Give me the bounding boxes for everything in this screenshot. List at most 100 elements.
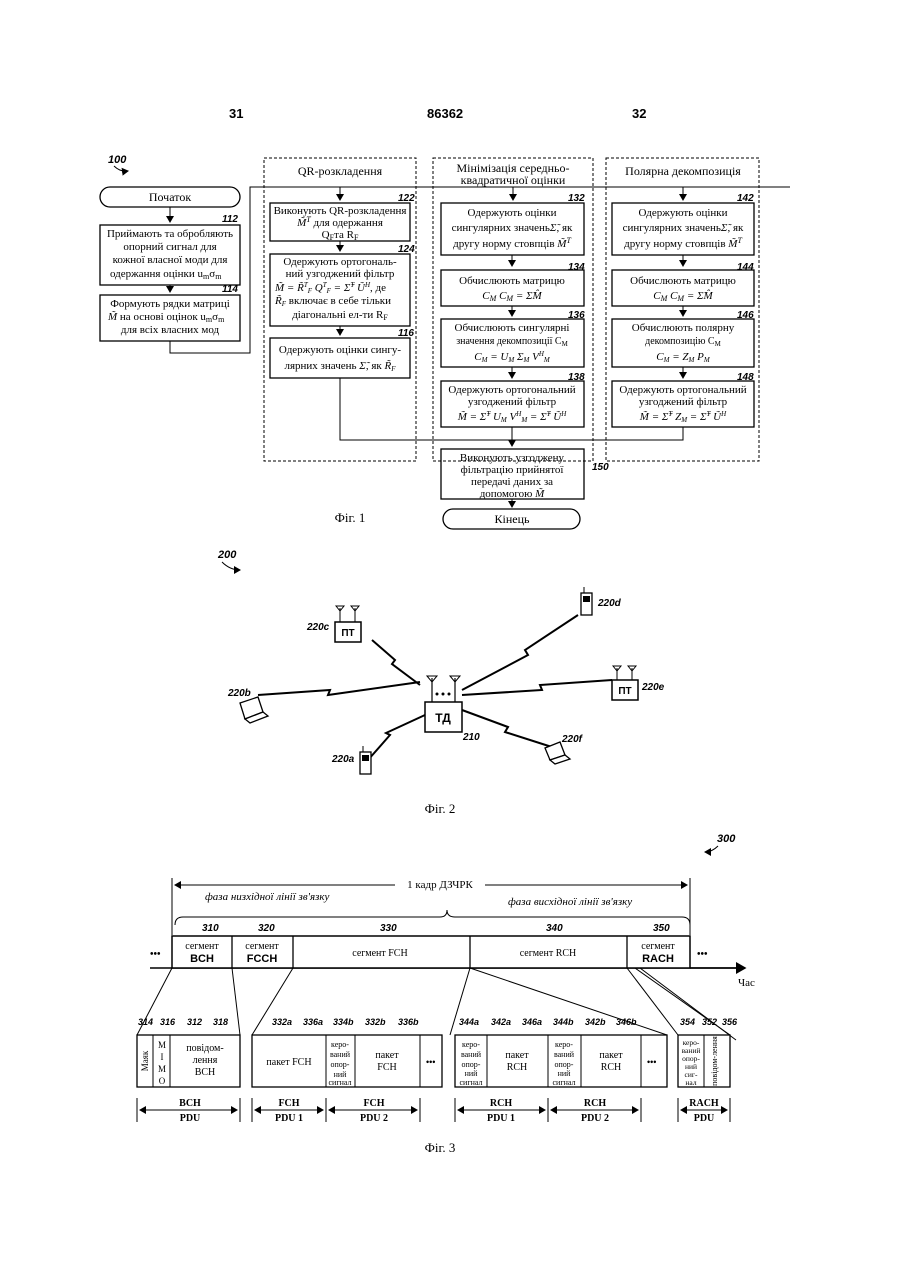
step-112-num: 112 xyxy=(222,214,238,225)
terminal-220e-num: 220e xyxy=(641,682,665,693)
num-346b: 346b xyxy=(616,1017,637,1027)
fig3-caption: Фіг. 3 xyxy=(425,1140,456,1155)
fch-steer-l5: сигнал xyxy=(328,1078,351,1087)
pdu-rch1-top: RCH xyxy=(490,1098,512,1109)
figure-3-frame-structure: 300 1 кадр ДЗЧРК фаза низхідної лінії зв… xyxy=(137,833,755,1155)
num-342a: 342a xyxy=(491,1017,511,1027)
bch-msg-l3: BCH xyxy=(195,1067,216,1078)
fch-packet-2-l1: пакет xyxy=(375,1050,399,1061)
step-148-l3: M̃ = Σ̃T ZM = Σ̃T ŨH xyxy=(639,410,727,424)
rch-steer2-l3: опор- xyxy=(555,1060,574,1069)
segment-340-num: 340 xyxy=(546,923,563,934)
fig1-caption: Фіг. 1 xyxy=(335,510,366,525)
fig2-ref: 200 xyxy=(217,549,237,561)
uplink-phase-label: фаза висхідної лінії зв'язку xyxy=(508,896,632,908)
num-314: 314 xyxy=(138,1017,153,1027)
terminal-220b-num: 220b xyxy=(227,688,251,699)
step-114-l3: для всіх власних мод xyxy=(121,324,220,336)
num-334b: 334b xyxy=(333,1017,354,1027)
figure-2-network: 200 ТД 210 ПТ xyxy=(217,549,665,816)
pdu-bch-top: BCH xyxy=(179,1098,201,1109)
pdu-bch-bottom: PDU xyxy=(180,1113,201,1124)
segment-rach-l2: RACH xyxy=(642,953,674,965)
rch-dots: ••• xyxy=(647,1057,656,1067)
pdu-fch2-top: FCH xyxy=(363,1098,384,1109)
step-136-l2: значення декомпозиції CM xyxy=(456,336,568,348)
rch-steer2-l2: ваний xyxy=(554,1050,575,1059)
step-150-l3: передачі даних за xyxy=(471,476,553,488)
end-label: Кінець xyxy=(495,512,531,526)
step-124-l3: M̃ = R̃TF QTF = Σ̃T ŨH, де xyxy=(274,281,386,295)
terminal-220e-label: ПТ xyxy=(618,686,631,697)
step-122-l3: QFта RF xyxy=(322,229,359,242)
terminal-220c-num: 220c xyxy=(306,622,330,633)
step-150-num: 150 xyxy=(592,462,609,473)
time-label: Час xyxy=(738,977,755,989)
step-132-l3: другу норму стовпців M̃T xyxy=(453,236,571,250)
step-112-l4: одержання оцінки umσm xyxy=(110,268,222,281)
step-122-l1: Виконують QR-розкладення xyxy=(274,205,407,217)
step-138-l1: Одержують ортогональний xyxy=(448,384,575,396)
step-148-l2: узгоджений фільтр xyxy=(639,396,728,408)
segment-rch-label: сегмент RCH xyxy=(520,948,577,959)
polar-title: Полярна декомпозиція xyxy=(625,164,741,178)
segment-bar-dots-right: ••• xyxy=(697,949,708,960)
step-142-l3: другу норму стовпців M̃T xyxy=(624,236,742,250)
bch-msg-l2: лення xyxy=(193,1055,218,1066)
bch-msg-l1: повідом- xyxy=(186,1043,223,1054)
mmse-title-2: квадратичної оцінки xyxy=(461,173,566,187)
step-134-l1: Обчислюють матрицю xyxy=(459,275,565,287)
step-146-l2: декомпозицію CM xyxy=(645,336,721,348)
fig2-caption: Фіг. 2 xyxy=(425,801,456,816)
fch-dots: ••• xyxy=(426,1057,435,1067)
terminal-220f-num: 220f xyxy=(561,734,584,745)
step-112-l3: кожної власної моди для xyxy=(113,254,228,266)
rach-steer-l6: нал xyxy=(685,1078,696,1087)
num-312: 312 xyxy=(187,1017,202,1027)
rch-steer1-l2: ваний xyxy=(461,1050,482,1059)
terminal-220b-laptop-icon xyxy=(240,697,268,723)
step-116-l1: Одержують оцінки сингу- xyxy=(279,344,402,356)
num-318: 318 xyxy=(213,1017,228,1027)
segment-fch-label: сегмент FCH xyxy=(352,948,407,959)
qr-title: QR-розкладення xyxy=(298,164,383,178)
fch-steer-l1: керо- xyxy=(331,1040,349,1049)
rch-steer1-l5: сигнал xyxy=(459,1078,482,1087)
step-132-l1: Одержують оцінки xyxy=(467,207,556,219)
num-332b: 332b xyxy=(365,1017,386,1027)
step-142-l1: Одержують оцінки xyxy=(638,207,727,219)
segment-fcch-l1: сегмент xyxy=(245,941,279,952)
step-134-num: 134 xyxy=(568,262,585,273)
pdu-fch1-top: FCH xyxy=(278,1098,299,1109)
step-138-l2: узгоджений фільтр xyxy=(468,396,557,408)
rch-steer2-l4: ний xyxy=(558,1069,572,1078)
wireless-links xyxy=(258,615,612,760)
num-316: 316 xyxy=(160,1017,176,1027)
mimo-o: O xyxy=(159,1076,166,1086)
num-336a: 336a xyxy=(303,1017,323,1027)
step-144-l1: Обчислюють матрицю xyxy=(630,275,736,287)
frame-label: 1 кадр ДЗЧРК xyxy=(407,879,473,891)
segment-bch-l1: сегмент xyxy=(185,941,219,952)
rch-packet-2-l1: пакет xyxy=(599,1050,623,1061)
segment-fcch-l2: FCCH xyxy=(247,953,278,965)
segment-bch-l2: BCH xyxy=(190,953,214,965)
rch-steer1-l1: керо- xyxy=(462,1040,480,1049)
rch-steer2-l5: сигнал xyxy=(552,1078,575,1087)
num-336b: 336b xyxy=(398,1017,419,1027)
step-148-l1: Одержують ортогональний xyxy=(619,384,746,396)
rch-packet-1-l1: пакет xyxy=(505,1050,529,1061)
pdu-rach-bottom: PDU xyxy=(694,1113,715,1124)
step-142-l2: сингулярних значеньΣ̃, як xyxy=(623,222,744,234)
step-124-l1: Одержують ортогональ- xyxy=(283,256,397,268)
step-116-l2: лярних значень Σ̃, як R̃F xyxy=(284,359,396,373)
step-124-l5: діагональні ел-ти RF xyxy=(292,309,388,322)
terminal-220d-phone-icon xyxy=(581,587,592,615)
segment-320-num: 320 xyxy=(258,923,275,934)
step-146-l3: CM = ZM PM xyxy=(656,351,711,364)
terminal-220c-label: ПТ xyxy=(341,628,354,639)
step-132-l2: сингулярних значеньΣ̃, як xyxy=(452,222,573,234)
step-150-l1: Виконують узгоджену xyxy=(460,452,565,464)
fch-steer-l2: ваний xyxy=(330,1050,351,1059)
step-138-l3: M̃ = Σ̃T UM VHM = Σ̃T ŨH xyxy=(457,410,568,424)
